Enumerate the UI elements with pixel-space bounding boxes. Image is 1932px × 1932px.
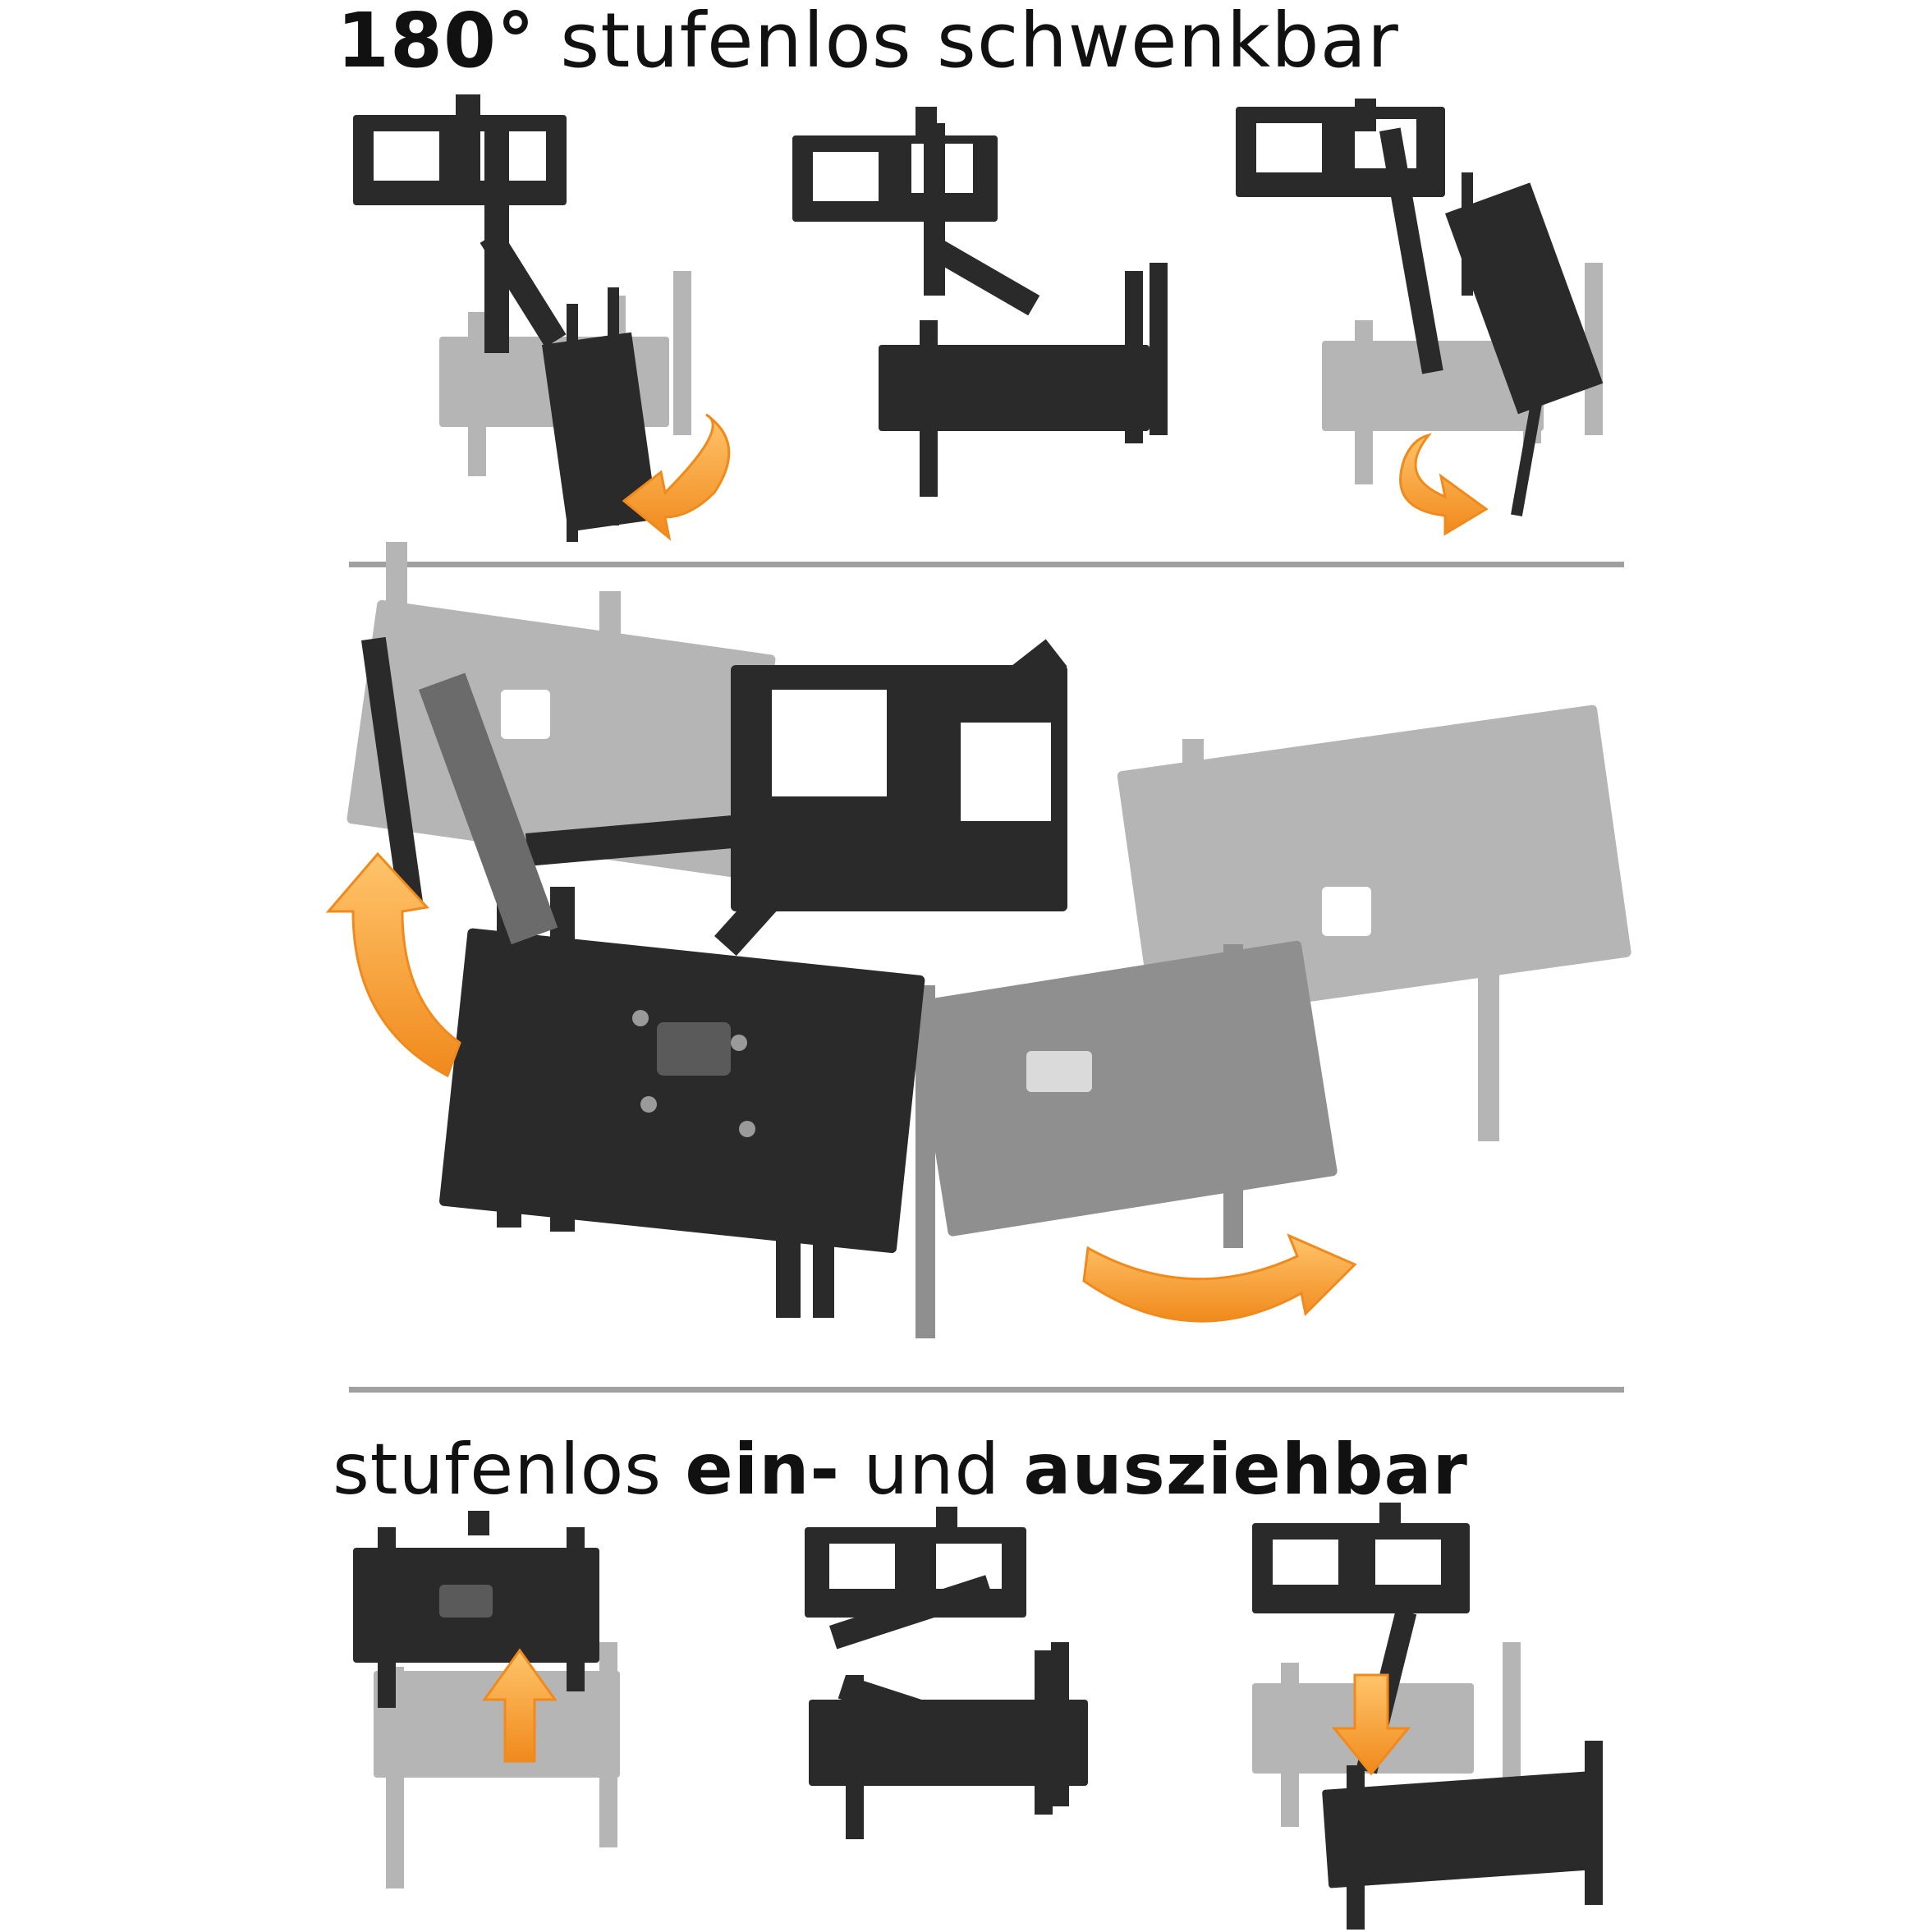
wall-plate xyxy=(353,94,658,542)
retract-up-arrow-icon xyxy=(482,1648,558,1763)
tilt-up-arrow-icon xyxy=(325,851,461,1078)
swivel-example-left xyxy=(353,94,731,542)
swivel-example-right xyxy=(1236,99,1604,536)
wall-plate xyxy=(1252,1503,1603,1930)
extend-text-4: ausziehbar xyxy=(1023,1429,1468,1511)
section-divider-top xyxy=(349,562,1624,567)
wall-plate xyxy=(805,1507,1088,1839)
extend-text-3: und xyxy=(840,1429,1024,1511)
extend-example xyxy=(1252,1503,1603,1930)
retracted-plate xyxy=(353,1511,599,1708)
tilted-plate xyxy=(361,636,558,945)
ghost-tv-plate xyxy=(374,1642,620,1888)
swivel-right-arrow-icon xyxy=(1399,433,1489,536)
main-product-view xyxy=(325,542,1631,1338)
wall-plate xyxy=(792,107,1168,497)
main-wall-plate xyxy=(731,665,1067,911)
main-tv-plate xyxy=(439,883,925,1318)
swivel-headline: 180° stufenlos schwenkbar xyxy=(337,0,1399,82)
swivel-text: stufenlos schwenkbar xyxy=(535,0,1399,85)
extend-headline: stufenlos ein- und ausziehbar xyxy=(333,1429,1468,1511)
rotate-arrow-icon xyxy=(1082,1233,1357,1323)
swivel-example-center xyxy=(792,107,1168,497)
extend-text-1: stufenlos xyxy=(333,1429,686,1511)
retract-example xyxy=(353,1511,620,1888)
extend-down-arrow-icon xyxy=(1331,1673,1411,1776)
ghost-position-front xyxy=(911,940,1338,1338)
swivel-left-arrow-icon xyxy=(622,413,731,541)
section-divider-bottom xyxy=(349,1387,1624,1393)
swivel-degree: 180° xyxy=(337,0,536,85)
wall-plate xyxy=(1236,99,1604,516)
half-extend-example xyxy=(805,1507,1088,1839)
extend-text-2: ein- xyxy=(685,1429,841,1511)
